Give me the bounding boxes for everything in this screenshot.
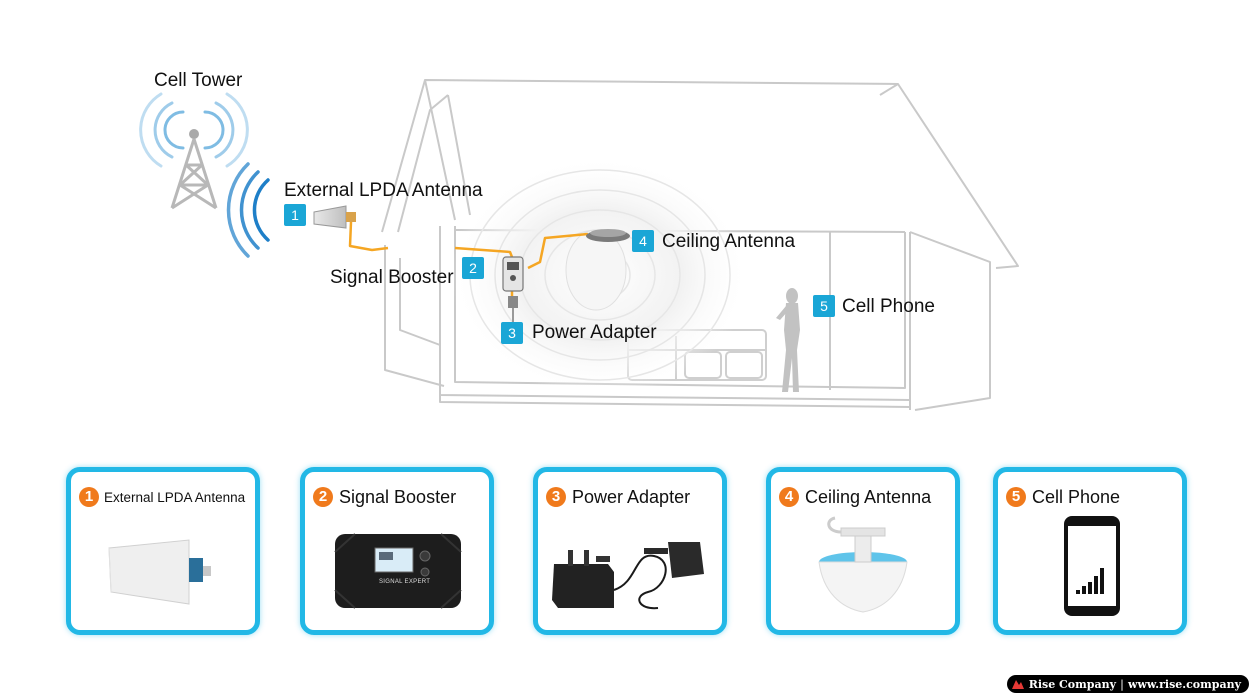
card-header: 2 Signal Booster: [313, 484, 483, 510]
person-silhouette: [776, 288, 800, 392]
outdoor-signal-waves: [226, 162, 270, 258]
ceiling-antenna-image: [818, 516, 908, 613]
callout-badge-5: 5: [813, 295, 835, 317]
cell-tower-icon: [139, 92, 249, 210]
ceiling-antenna-icon: [586, 229, 630, 242]
callout-badge-1: 1: [284, 204, 306, 226]
signal-bars-icon: [1076, 568, 1104, 594]
card-number-badge: 2: [313, 487, 333, 507]
card-number-badge: 3: [546, 487, 566, 507]
card-external-lpda-antenna: 1 External LPDA Antenna: [66, 467, 260, 635]
callout-label-cell-phone: Cell Phone: [842, 296, 935, 317]
callout-badge-3: 3: [501, 322, 523, 344]
card-title: Signal Booster: [339, 486, 457, 507]
card-number-badge: 5: [1006, 487, 1026, 507]
card-header: 5 Cell Phone: [1006, 484, 1176, 510]
callout-label-signal-booster: Signal Booster: [330, 267, 454, 288]
card-header: 3 Power Adapter: [546, 484, 716, 510]
card-title: Ceiling Antenna: [805, 486, 932, 507]
callout-label-power-adapter: Power Adapter: [532, 322, 657, 343]
card-title: External LPDA Antenna: [104, 489, 246, 505]
watermark-footer: Rise Company | www.rise.company: [1006, 675, 1249, 693]
brand-logo-icon: [1011, 680, 1024, 689]
card-header: 1 External LPDA Antenna: [79, 484, 249, 510]
card-title: Cell Phone: [1032, 486, 1121, 507]
brand-url: www.rise.company: [1127, 677, 1241, 691]
brand-name: Rise Company: [1028, 677, 1116, 691]
card-power-adapter: 3 Power Adapter: [533, 467, 727, 635]
card-title: Power Adapter: [572, 486, 691, 507]
card-cell-phone: 5 Cell Phone: [993, 467, 1187, 635]
signal-booster-icon: [502, 256, 524, 308]
signal-booster-image: [334, 533, 462, 609]
card-header: 4 Ceiling Antenna: [779, 484, 949, 510]
callout-badge-4: 4: [632, 230, 654, 252]
cell-tower-label: Cell Tower: [154, 70, 243, 91]
cell-phone-image: [1064, 516, 1120, 616]
external-lpda-antenna-icon: [313, 205, 356, 229]
card-signal-booster: 2 Signal Booster SIGNAL EXPERT: [300, 467, 494, 635]
card-number-badge: 1: [79, 487, 99, 507]
lpda-antenna-image: [108, 539, 211, 605]
callout-badge-2: 2: [462, 257, 484, 279]
footer-separator: |: [1119, 677, 1124, 691]
booster-device-text: SIGNAL EXPERT: [379, 579, 431, 585]
card-number-badge: 4: [779, 487, 799, 507]
power-adapter-image: [552, 542, 704, 610]
card-ceiling-antenna: 4 Ceiling Antenna: [766, 467, 960, 635]
callout-label-ceiling-antenna: Ceiling Antenna: [662, 231, 796, 252]
indoor-signal-waves: [450, 155, 750, 395]
callout-label-external-antenna: External LPDA Antenna: [284, 180, 483, 201]
